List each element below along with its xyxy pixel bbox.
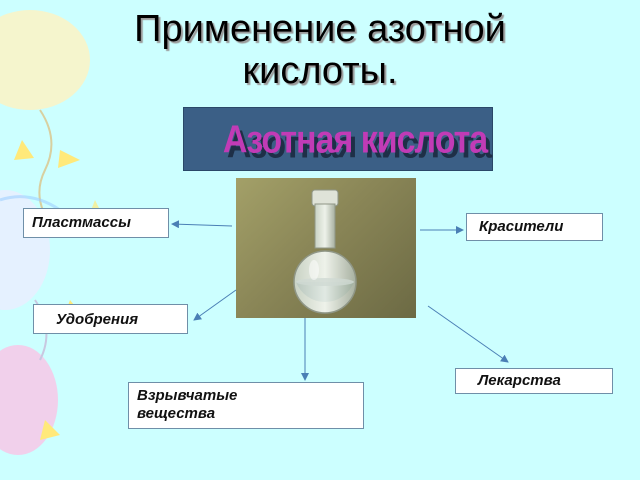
plastics-label: Пластмассы (32, 214, 131, 231)
explosives-label-line-1: Взрывчатые (137, 387, 238, 404)
medicines-label: Лекарства (478, 372, 561, 389)
explosives-box: Взрывчатые вещества (128, 382, 364, 429)
fertilizers-label: Удобрения (56, 311, 139, 328)
banner (183, 107, 493, 171)
dyes-label: Красители (479, 218, 564, 235)
slide-title: Применение азотной кислоты. (60, 8, 580, 92)
title-line-2: кислоты. (242, 50, 398, 92)
fertilizers-box: Удобрения (33, 304, 188, 334)
banner-text: Азотная кислота (222, 117, 488, 162)
flask-icon (293, 189, 357, 314)
banner-text-shadow: Азотная кислота (226, 122, 492, 167)
flask-photo (236, 178, 416, 318)
dyes-box: Красители (466, 213, 603, 241)
plastics-box: Пластмассы (23, 208, 169, 238)
explosives-label-line-2: вещества (137, 405, 216, 422)
medicines-box: Лекарства (455, 368, 613, 394)
title-line-1: Применение азотной (134, 8, 506, 50)
